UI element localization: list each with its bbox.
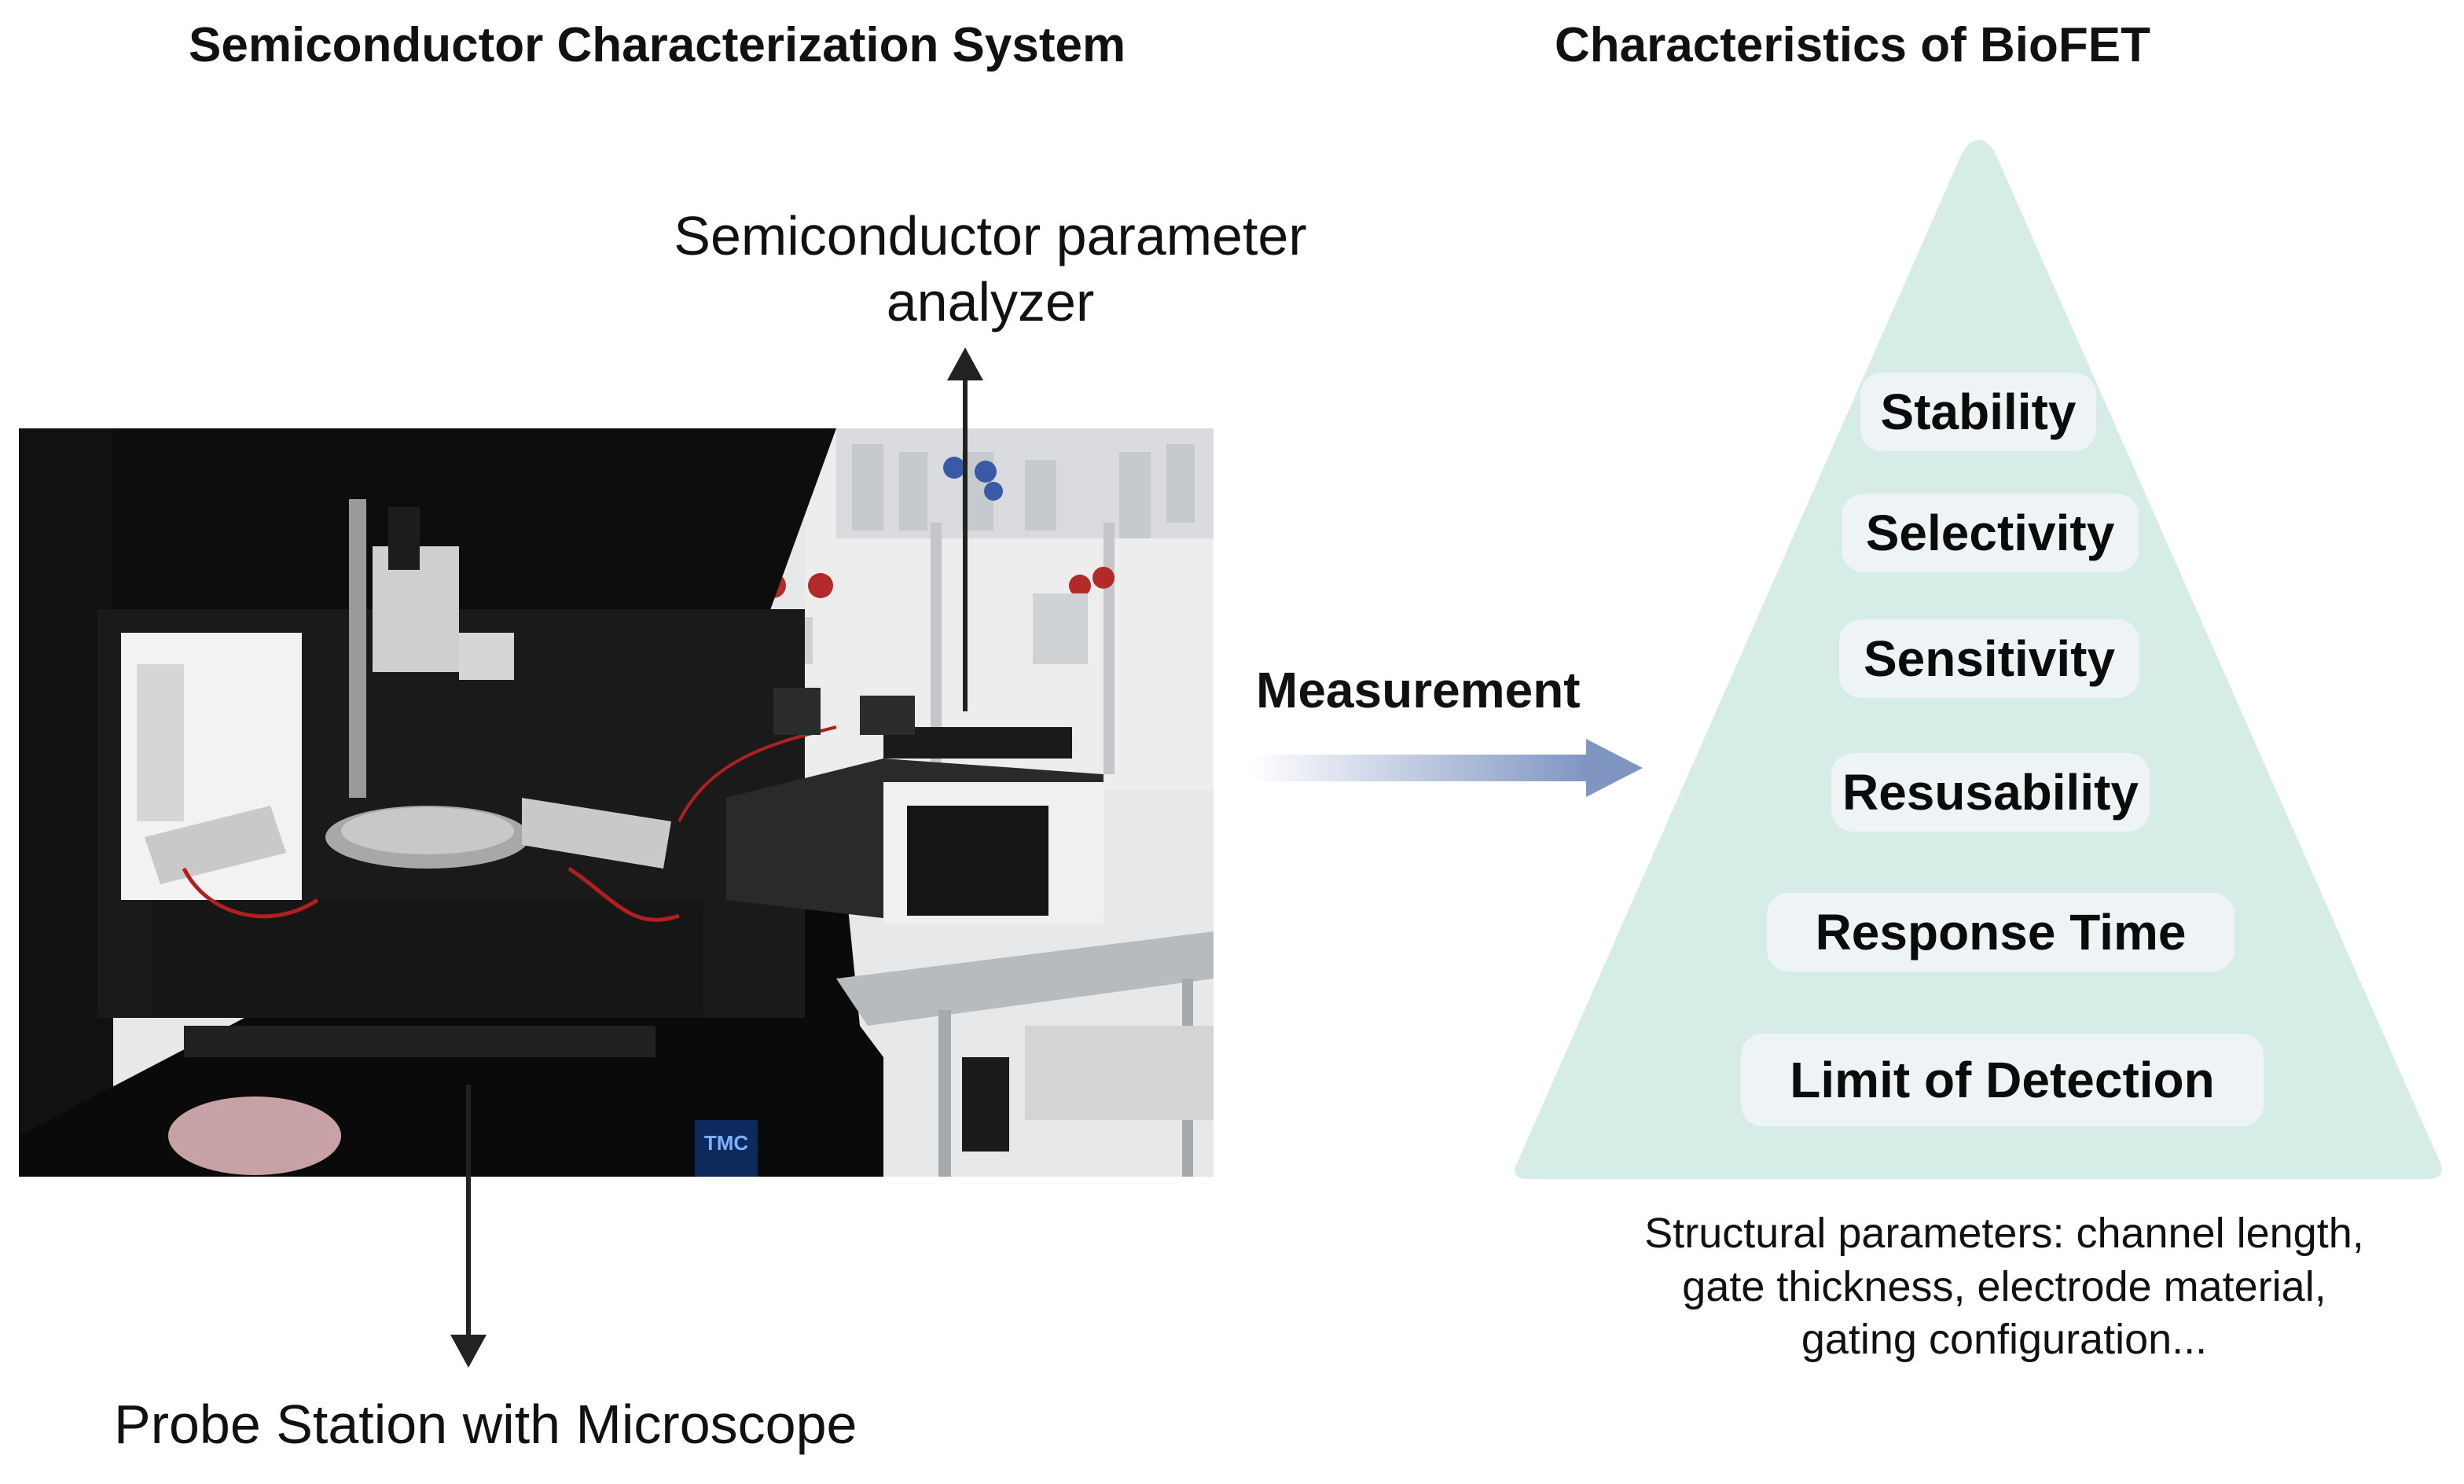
measurement-arrow-head <box>1586 739 1643 797</box>
analyzer-arrow-head <box>947 347 983 380</box>
structural-parameters-note: Structural parameters: channel length, g… <box>1644 1210 2364 1363</box>
measurement-arrow-shaft <box>1250 755 1588 781</box>
pyramid-item-sensitivity: Sensitivity <box>1839 619 2139 698</box>
pyramid-item-stability: Stability <box>1860 373 2096 451</box>
lab-photo-illustration: TMC <box>19 428 1214 1177</box>
pyramid-item-limit-of-detection: Limit of Detection <box>1741 1034 2264 1126</box>
left-title: Semiconductor Characterization System <box>189 18 1126 72</box>
lab-photo: TMC <box>19 428 1214 1177</box>
photo-badge: TMC <box>704 1131 749 1155</box>
pyramid-item-selectivity: Selectivity <box>1842 494 2139 572</box>
pyramid-item-resusability: Resusability <box>1831 753 2150 832</box>
analyzer-label: Semiconductor parameter analyzer <box>674 205 1307 332</box>
pyramid-item-response-time: Response Time <box>1767 893 2234 972</box>
right-title: Characteristics of BioFET <box>1555 18 2150 72</box>
measurement-label: Measurement <box>1256 662 1581 718</box>
probe-arrow-head <box>450 1335 487 1368</box>
probe-label: Probe Station with Microscope <box>114 1394 857 1455</box>
